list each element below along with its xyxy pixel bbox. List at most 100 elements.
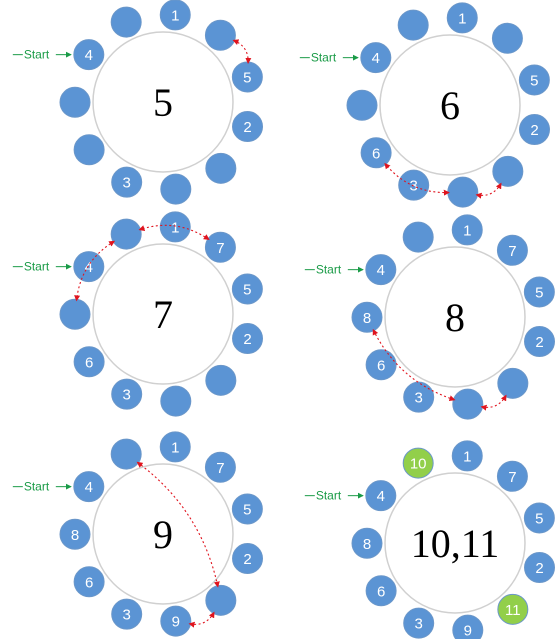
start-marker: Start — [299, 51, 359, 65]
highlighted-slot — [497, 593, 529, 625]
slot-label: 7 — [216, 240, 224, 257]
slot-label: 3 — [415, 616, 423, 633]
slot-label: 6 — [377, 357, 385, 374]
slot — [232, 323, 264, 355]
slot-label: 4 — [85, 259, 93, 276]
slot-label: 4 — [85, 479, 93, 496]
slot — [204, 231, 236, 263]
slot-label: 3 — [410, 178, 418, 195]
center-number: 6 — [440, 83, 460, 128]
slot — [451, 214, 483, 246]
slot — [523, 276, 555, 308]
slot-label: 5 — [530, 72, 538, 89]
start-label: Start — [311, 51, 337, 65]
slot — [59, 86, 91, 118]
skip-arrow — [232, 39, 252, 64]
skip-arrow — [480, 394, 507, 411]
slot — [452, 388, 484, 420]
slot — [111, 598, 143, 630]
start-label: Start — [316, 489, 342, 503]
slot — [447, 176, 479, 208]
slot — [232, 111, 264, 143]
slot-label: 6 — [85, 354, 93, 371]
slot — [452, 614, 484, 639]
slot — [232, 543, 264, 575]
slot — [519, 114, 551, 146]
slot — [497, 367, 529, 399]
slot-label: 1 — [171, 7, 179, 24]
slot — [346, 89, 378, 121]
start-marker: Start — [12, 260, 72, 274]
slot-label: 3 — [123, 175, 131, 192]
ring-circle — [379, 34, 521, 176]
slot-label: 2 — [535, 334, 543, 351]
skip-arrow — [384, 162, 450, 196]
slot-label: 4 — [377, 262, 385, 279]
slot — [403, 607, 435, 639]
ring-circle — [384, 472, 526, 614]
slot — [397, 9, 429, 41]
start-marker: Start — [12, 48, 72, 62]
slot — [231, 493, 263, 525]
slot-label: 5 — [243, 501, 251, 518]
slot — [351, 527, 383, 559]
start-marker: Start — [304, 489, 364, 503]
slot-label: 2 — [243, 119, 251, 136]
slot-label: 5 — [243, 281, 251, 298]
ring-circle — [92, 243, 234, 385]
slot-label: 3 — [123, 387, 131, 404]
slot — [73, 566, 105, 598]
slot-label: 3 — [415, 390, 423, 407]
slot — [360, 137, 392, 169]
slot-label: 5 — [535, 510, 543, 527]
slot-label: 7 — [508, 469, 516, 486]
slot — [492, 155, 524, 187]
center-number: 8 — [445, 295, 465, 340]
slot — [491, 22, 523, 54]
slot — [524, 552, 556, 584]
start-label: Start — [24, 480, 50, 494]
slot — [365, 575, 397, 607]
slot — [73, 39, 105, 71]
slot-label: 5 — [535, 284, 543, 301]
slot-label: 4 — [85, 47, 93, 64]
slot — [110, 438, 142, 470]
slot — [402, 221, 434, 253]
slot — [523, 502, 555, 534]
slot-label: 11 — [505, 602, 521, 619]
slot — [351, 301, 383, 333]
slot-label: 2 — [535, 560, 543, 577]
start-label: Start — [24, 260, 50, 274]
slot-label: 2 — [530, 122, 538, 139]
slot-label: 1 — [463, 222, 471, 239]
slot — [446, 2, 478, 34]
slot-label: 8 — [363, 310, 371, 327]
slot-label: 1 — [171, 439, 179, 456]
slot-label: 8 — [363, 536, 371, 553]
slot — [365, 480, 397, 512]
slot — [73, 471, 105, 503]
slot — [205, 152, 237, 184]
center-number: 9 — [153, 512, 173, 557]
ring-circle — [92, 31, 234, 173]
slot — [205, 364, 237, 396]
skip-arrow — [475, 182, 502, 199]
slot — [73, 134, 105, 166]
slot — [518, 64, 550, 96]
slot-label: 7 — [508, 243, 516, 260]
start-marker: Start — [12, 480, 72, 494]
slot — [365, 254, 397, 286]
slot-label: 1 — [171, 219, 179, 236]
start-label: Start — [316, 263, 342, 277]
slot — [159, 0, 191, 31]
slot-label: 4 — [377, 488, 385, 505]
slot — [59, 518, 91, 550]
panel-4: 8 1 7 5 2 3 6 8 4 Start — [304, 214, 556, 420]
slot-label: 8 — [71, 527, 79, 544]
slot — [160, 173, 192, 205]
slot-label: 2 — [243, 331, 251, 348]
slot-label: 3 — [123, 607, 131, 624]
